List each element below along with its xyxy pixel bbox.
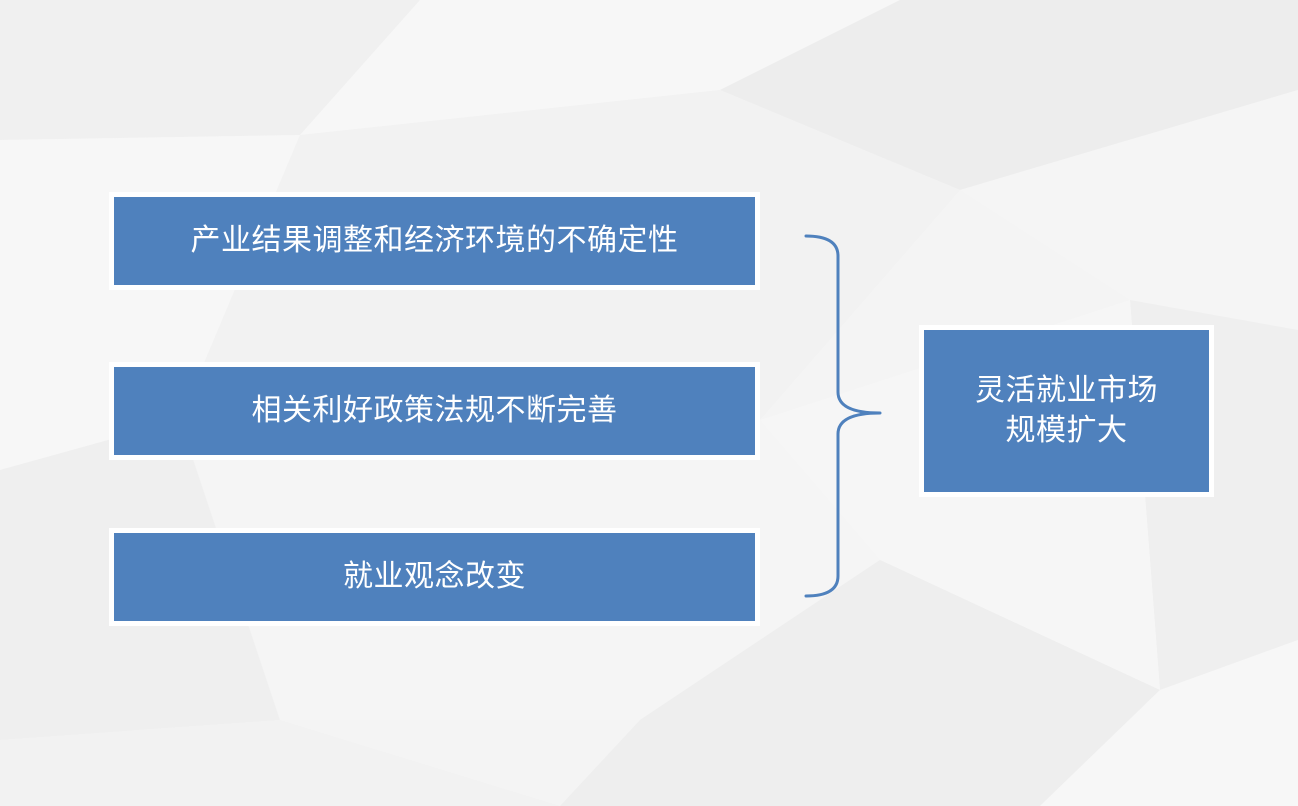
- cause-label: 相关利好政策法规不断完善: [251, 392, 618, 428]
- cause-box-policy: 相关利好政策法规不断完善: [109, 362, 760, 460]
- cause-box-employment-concept: 就业观念改变: [109, 528, 760, 626]
- cause-label: 就业观念改变: [343, 558, 526, 594]
- result-label-line-1: 灵活就业市场: [975, 372, 1158, 408]
- curly-brace-connector: [804, 234, 882, 598]
- cause-box-uncertainty: 产业结果调整和经济环境的不确定性: [109, 192, 760, 290]
- cause-label: 产业结果调整和经济环境的不确定性: [190, 222, 679, 258]
- result-box-market-expansion: 灵活就业市场 规模扩大: [919, 325, 1214, 497]
- result-label-line-2: 规模扩大: [1005, 413, 1128, 448]
